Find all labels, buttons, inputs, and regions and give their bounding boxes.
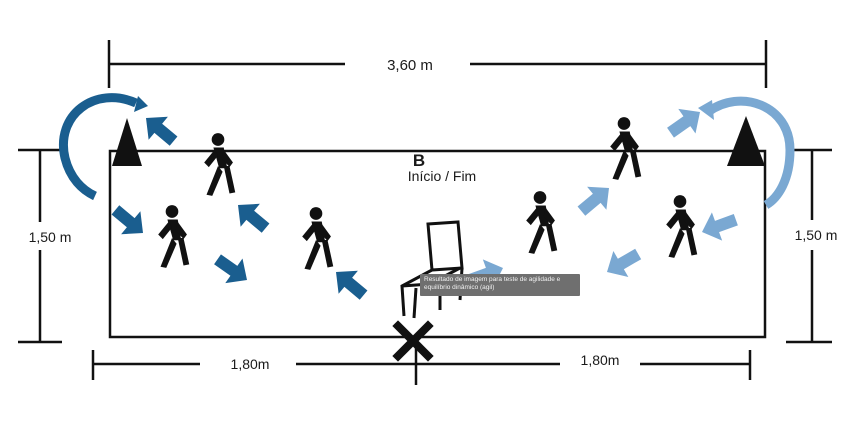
arrow-icon [326, 260, 374, 307]
half-width-dimensions [91, 340, 752, 385]
walking-person-icon [158, 205, 190, 268]
chair-icon [400, 220, 464, 319]
walking-person-icon [302, 207, 334, 270]
walking-person-icon [610, 117, 642, 180]
point-b-label: B [413, 151, 425, 170]
test-area-rectangle [108, 149, 767, 339]
arrow-icon [136, 106, 184, 153]
width-label: 3,60 m [387, 57, 433, 74]
start-end-label: Início / Fim [408, 168, 476, 184]
height-label-right: 1,50 m [795, 227, 838, 243]
width-dimension [107, 40, 768, 88]
arrow-icon [696, 205, 741, 247]
walking-person-icon [666, 195, 698, 258]
arrow-icon [105, 198, 153, 245]
cone-icon [727, 116, 765, 166]
curve-arrow-left [59, 93, 148, 201]
arrow-icon [571, 176, 619, 223]
curve-arrow-right [698, 96, 795, 209]
walking-person-icon [526, 191, 558, 254]
height-dimension-left [18, 148, 62, 344]
cone-icon [112, 118, 142, 166]
walking-person-icon [204, 133, 236, 196]
x-mark-icon [392, 320, 434, 362]
arrow-icon [228, 193, 276, 240]
half-label-right: 1,80m [581, 352, 620, 368]
height-dimension-right [786, 148, 832, 344]
half-label-left: 1,80m [231, 356, 270, 372]
arrow-icon [208, 247, 256, 293]
height-label-left: 1,50 m [29, 229, 72, 245]
image-tooltip: Resultado de imagem para teste de agilid… [420, 274, 580, 296]
arrow-icon [599, 241, 646, 285]
